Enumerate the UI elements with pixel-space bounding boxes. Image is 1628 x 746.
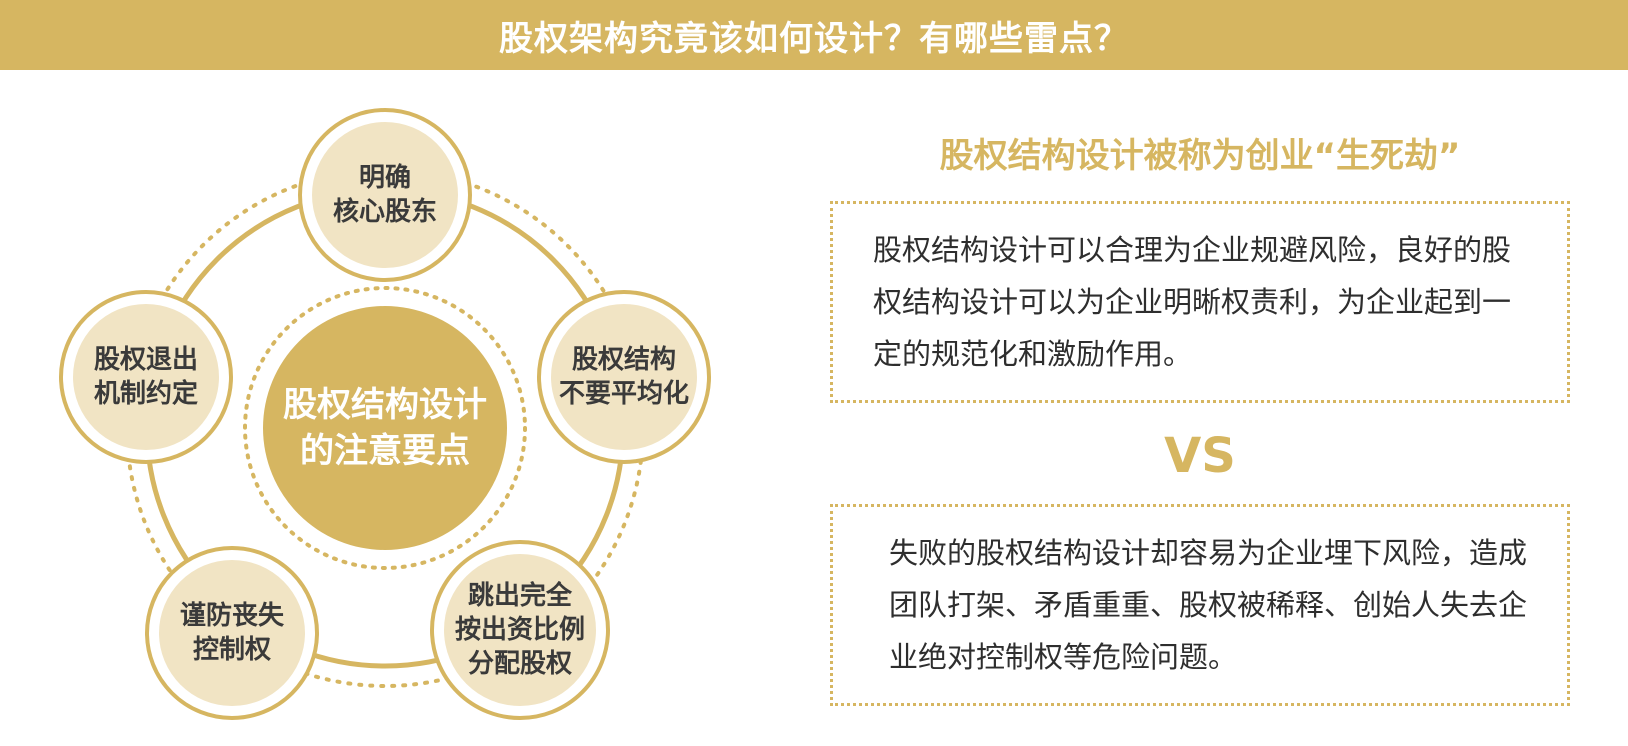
- node-label: 明确 核心股东: [332, 163, 437, 227]
- risk-box: 失败的股权结构设计却容易为企业埋下风险，造成团队打架、矛盾重重、股权被稀释、创始…: [830, 504, 1570, 706]
- page-title: 股权架构究竟该如何设计？有哪些雷点？: [499, 18, 1129, 59]
- node-core-shareholder: 明确 核心股东: [312, 122, 458, 268]
- node-circle-exit-mechanism: [59, 290, 233, 464]
- center-dotted-ring: [243, 286, 527, 570]
- node-circle-prevent-loss-control: [145, 546, 319, 720]
- center-label: 股权结构设计 的注意要点: [283, 385, 487, 471]
- risk-text: 失败的股权结构设计却容易为企业埋下风险，造成团队打架、矛盾重重、股权被稀释、创始…: [889, 536, 1528, 674]
- node-prevent-loss-control: 谨防丧失 控制权: [159, 560, 305, 706]
- node-circle-contribution-ratio: [430, 540, 610, 720]
- node-label: 股权结构 不要平均化: [558, 345, 689, 409]
- center-node: 股权结构设计 的注意要点: [263, 306, 507, 550]
- node-contribution-ratio: 跳出完全 按出资比例 分配股权: [444, 554, 596, 706]
- center-circle: [263, 306, 507, 550]
- node-no-equal-split: 股权结构 不要平均化: [551, 304, 697, 450]
- node-label: 谨防丧失 控制权: [179, 601, 284, 665]
- section-title: 股权结构设计被称为创业“生死劫”: [939, 136, 1461, 176]
- node-label: 股权退出 机制约定: [93, 345, 198, 409]
- vs-label: VS: [1164, 428, 1236, 484]
- node-label: 跳出完全 按出资比例 分配股权: [454, 581, 585, 679]
- node-exit-mechanism: 股权退出 机制约定: [73, 304, 219, 450]
- benefit-box: 股权结构设计可以合理为企业规避风险，良好的股权结构设计可以为企业明晰权责利，为企…: [830, 201, 1570, 403]
- node-circle-core-shareholder: [298, 108, 472, 282]
- benefit-text: 股权结构设计可以合理为企业规避风险，良好的股权结构设计可以为企业明晰权责利，为企…: [873, 233, 1512, 371]
- node-circle-no-equal-split: [537, 290, 711, 464]
- diagram-canvas: [59, 108, 711, 720]
- header-bar: 股权架构究竟该如何设计？有哪些雷点？: [0, 0, 1628, 70]
